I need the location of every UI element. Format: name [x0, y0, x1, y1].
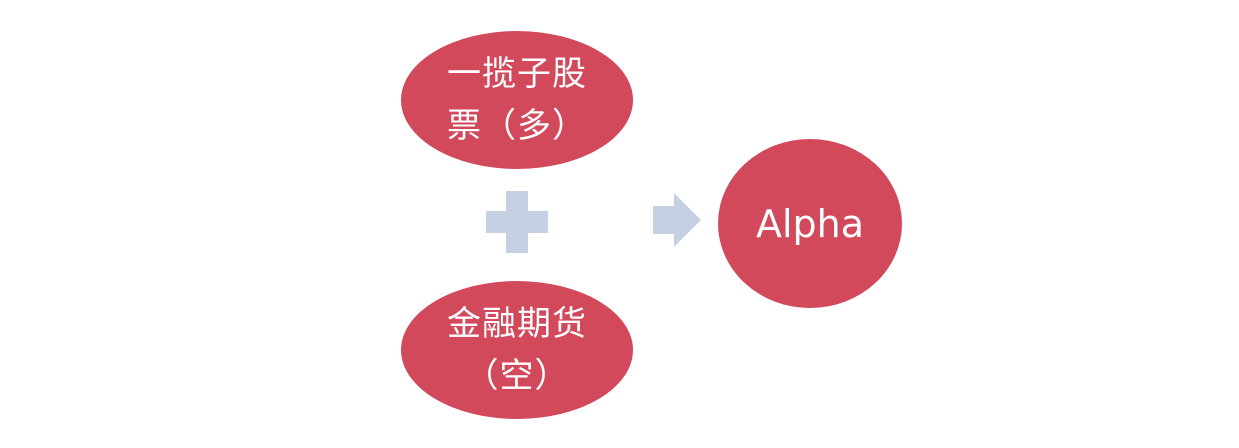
node-basket-of-stocks-label: 一揽子股票（多） — [447, 54, 587, 146]
arrow-right-icon — [653, 193, 701, 247]
node-financial-futures-label: 金融期货（空） — [447, 304, 587, 396]
node-basket-of-stocks-long: 一揽子股票（多） — [401, 31, 633, 169]
node-financial-futures-short: 金融期货（空） — [401, 281, 633, 419]
node-alpha: Alpha — [718, 139, 902, 308]
node-alpha-label: Alpha — [755, 201, 865, 246]
plus-vertical-bar — [506, 191, 528, 253]
plus-icon — [486, 191, 548, 253]
arrow-shape — [653, 193, 701, 247]
